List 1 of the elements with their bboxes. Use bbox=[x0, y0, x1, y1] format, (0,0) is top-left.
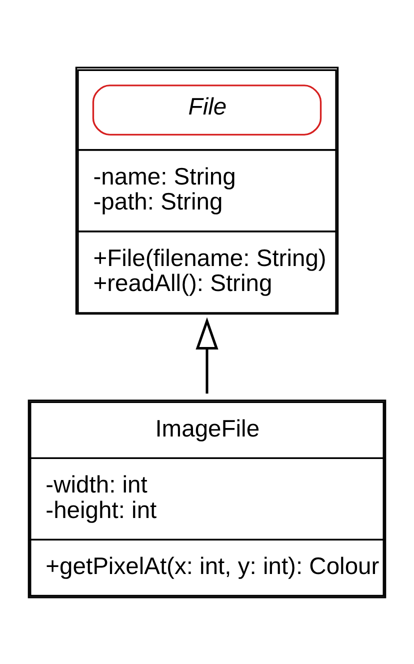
arrow bbox=[196, 316, 218, 394]
